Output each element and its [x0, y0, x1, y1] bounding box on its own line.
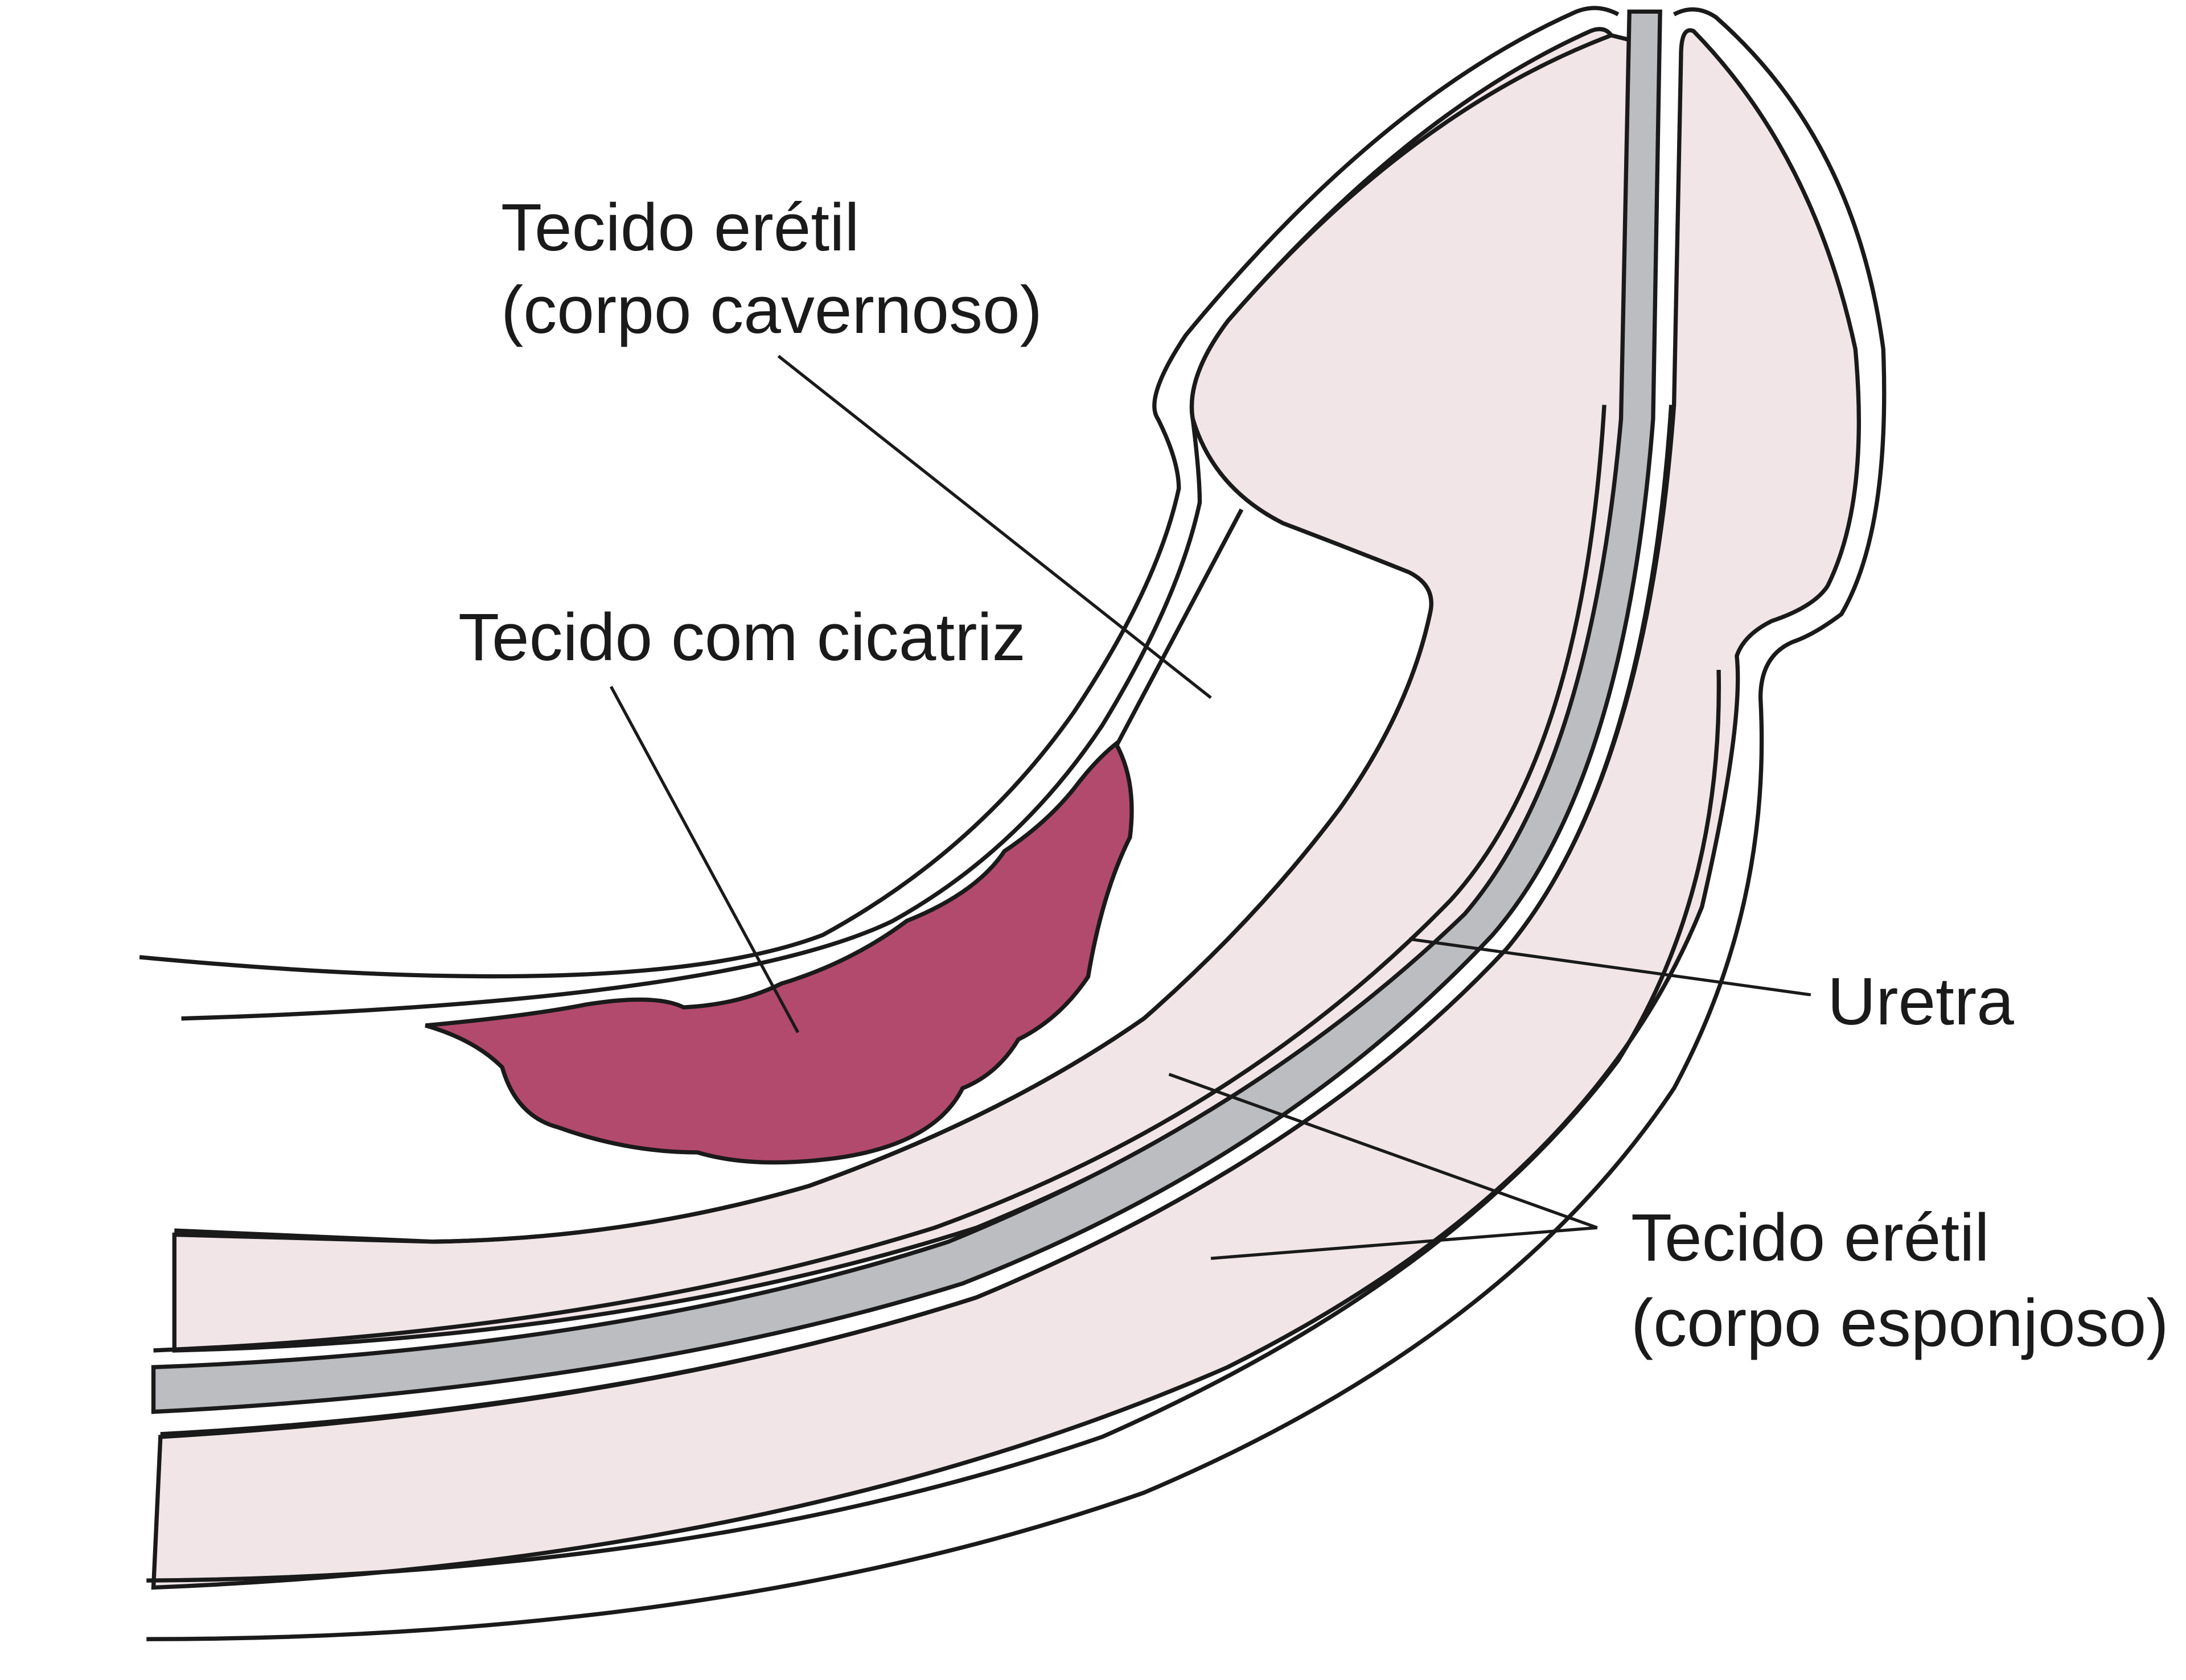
leader-esponjoso-upper [1168, 1073, 1598, 1229]
inner-skin-top [181, 33, 1612, 1021]
leader-cavernoso [777, 355, 1212, 699]
label-cavernoso-line2: (corpo cavernoso) [501, 273, 1042, 348]
shaft-line-bottom [146, 669, 1721, 1583]
leader-esponjoso-lower [1210, 1226, 1598, 1260]
label-esponjoso-line1: Tecido erétil [1631, 1200, 1990, 1275]
scar-tissue [425, 740, 1134, 1165]
label-cavernoso-line1: Tecido erétil [501, 190, 860, 265]
label-cicatriz: Tecido com cicatriz [458, 600, 1026, 675]
urethra-band [151, 9, 1662, 1414]
label-esponjoso-line2: (corpo esponjoso) [1631, 1286, 2169, 1361]
outer-skin-right [146, 7, 1887, 1641]
leader-cicatriz [609, 686, 800, 1033]
outer-skin-top [139, 6, 1620, 979]
shaft-line-lower [160, 405, 1674, 1436]
leader-uretra [1408, 937, 1811, 997]
shaft-line-upper [174, 613, 1432, 1244]
label-uretra: Uretra [1827, 964, 2014, 1039]
shaft-line-mid [153, 405, 1606, 1353]
cavernosum-boundary [1114, 508, 1244, 748]
